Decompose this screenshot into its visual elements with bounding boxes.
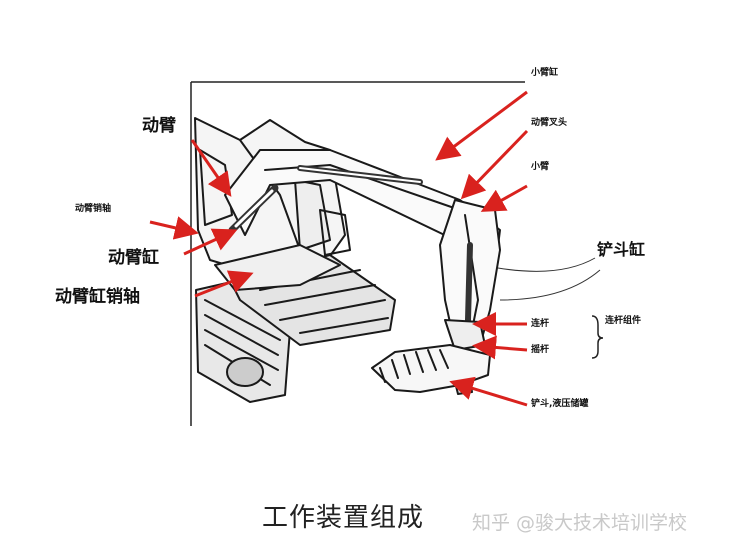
arrow-xiaobi xyxy=(480,184,528,212)
arrow-dongbi-gang-xiaozhou xyxy=(194,270,254,298)
label-dongbi-gang-xiaozhou: 动臂缸销轴 xyxy=(55,287,140,307)
label-dongbi-chatou: 动臂叉头 xyxy=(531,118,568,128)
pointer-arrows xyxy=(149,90,529,407)
label-yaogan: 摇杆 xyxy=(531,345,550,355)
watermark: 知乎 @骏大技术培训学校 xyxy=(472,512,688,534)
label-xiaobi: 小臂 xyxy=(531,162,550,172)
arrow-dongbi xyxy=(190,139,232,197)
arrow-dongbi-chatou xyxy=(460,129,529,200)
leader-lines xyxy=(497,257,601,301)
label-chandou-gang: 铲斗缸 xyxy=(597,240,646,259)
label-dongbi-gang: 动臂缸 xyxy=(108,248,159,268)
label-lianggan-zujian: 连杆组件 xyxy=(605,316,642,326)
bracket xyxy=(591,315,604,359)
label-lianggan: 连杆 xyxy=(531,319,550,329)
label-dongbi: 动臂 xyxy=(142,116,176,136)
figure-caption: 工作装置组成 xyxy=(262,503,425,533)
arrow-dongbi-gang xyxy=(183,228,238,256)
arrow-chandou xyxy=(449,376,528,407)
arrow-xiaobi-gang xyxy=(435,90,528,161)
frame-lines xyxy=(190,81,525,426)
excavator-drawing xyxy=(194,117,501,403)
arrow-dongbi-xiaozhou xyxy=(149,216,199,240)
label-xiaobi-gang: 小臂缸 xyxy=(531,68,559,78)
label-chandou-yeya: 铲斗,液压储罐 xyxy=(531,399,589,409)
arrow-yaogan xyxy=(472,335,528,360)
label-dongbi-xiaozhou: 动臂销轴 xyxy=(75,204,112,214)
